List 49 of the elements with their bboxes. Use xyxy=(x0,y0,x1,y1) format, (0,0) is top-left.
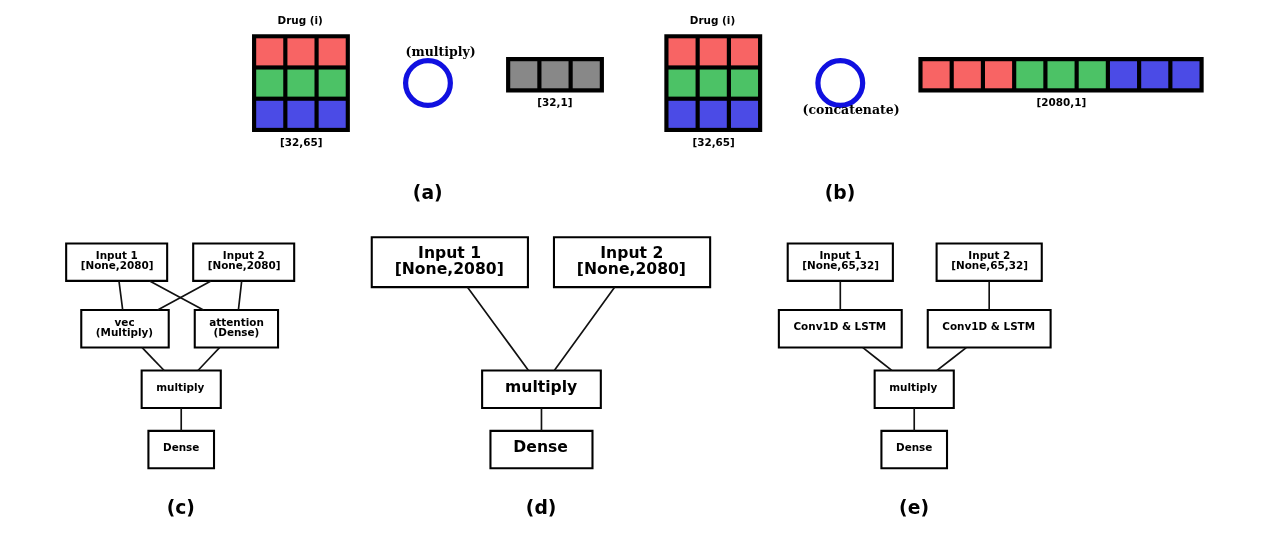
node-box: Input 1 [None,65,32] xyxy=(786,242,894,282)
node-label: (concatenate) xyxy=(802,102,900,118)
node-label: [2080,1] xyxy=(1036,95,1087,108)
node-box: Input 2 [None,2080] xyxy=(192,242,296,282)
connector xyxy=(553,286,616,372)
label: (c) xyxy=(166,496,195,518)
node-box: multiply xyxy=(873,369,955,409)
node-box: Input 1 [None,2080] xyxy=(370,236,529,289)
connector xyxy=(913,407,916,432)
node-box: multiply xyxy=(140,369,222,409)
connector xyxy=(540,407,543,432)
connector xyxy=(466,286,530,372)
node-box: Conv1D & LSTM xyxy=(777,309,903,349)
node-box xyxy=(252,34,350,132)
connector xyxy=(148,280,205,311)
connector xyxy=(237,280,243,311)
node-circle xyxy=(403,58,453,109)
node-label: Drug (i) xyxy=(277,13,323,26)
node-bar xyxy=(506,57,604,93)
node-box: Input 2 [None,65,32] xyxy=(935,242,1043,282)
connector xyxy=(118,280,124,311)
connector xyxy=(936,346,968,372)
node-label: [32,1] xyxy=(537,95,573,108)
node-box: attention (Dense) xyxy=(193,309,280,349)
node-box: Conv1D & LSTM xyxy=(926,309,1052,349)
node-label: (multiply) xyxy=(405,44,476,60)
node-box: vec (Multiply) xyxy=(80,309,170,349)
node-bar xyxy=(918,57,1204,93)
node-label: Drug (i) xyxy=(689,13,736,26)
label: (b) xyxy=(824,182,856,204)
connector xyxy=(197,346,221,372)
connector xyxy=(141,346,165,372)
connector xyxy=(862,346,893,372)
connector xyxy=(988,280,990,311)
node-box: Dense xyxy=(147,429,216,470)
node-label: [32,65] xyxy=(280,135,323,148)
label: (a) xyxy=(412,182,443,204)
node-box: multiply xyxy=(481,369,602,409)
node-box xyxy=(664,34,763,132)
connector xyxy=(839,280,842,311)
node-box: Dense xyxy=(880,429,949,470)
label: (d) xyxy=(525,496,557,518)
node-box: Input 1 [None,2080] xyxy=(65,242,169,282)
connector xyxy=(180,407,183,432)
node-box: Dense xyxy=(489,429,594,470)
node-box: Input 2 [None,2080] xyxy=(552,236,712,289)
node-label: [32,65] xyxy=(692,135,735,148)
label: (e) xyxy=(899,496,929,518)
connector xyxy=(156,280,212,311)
